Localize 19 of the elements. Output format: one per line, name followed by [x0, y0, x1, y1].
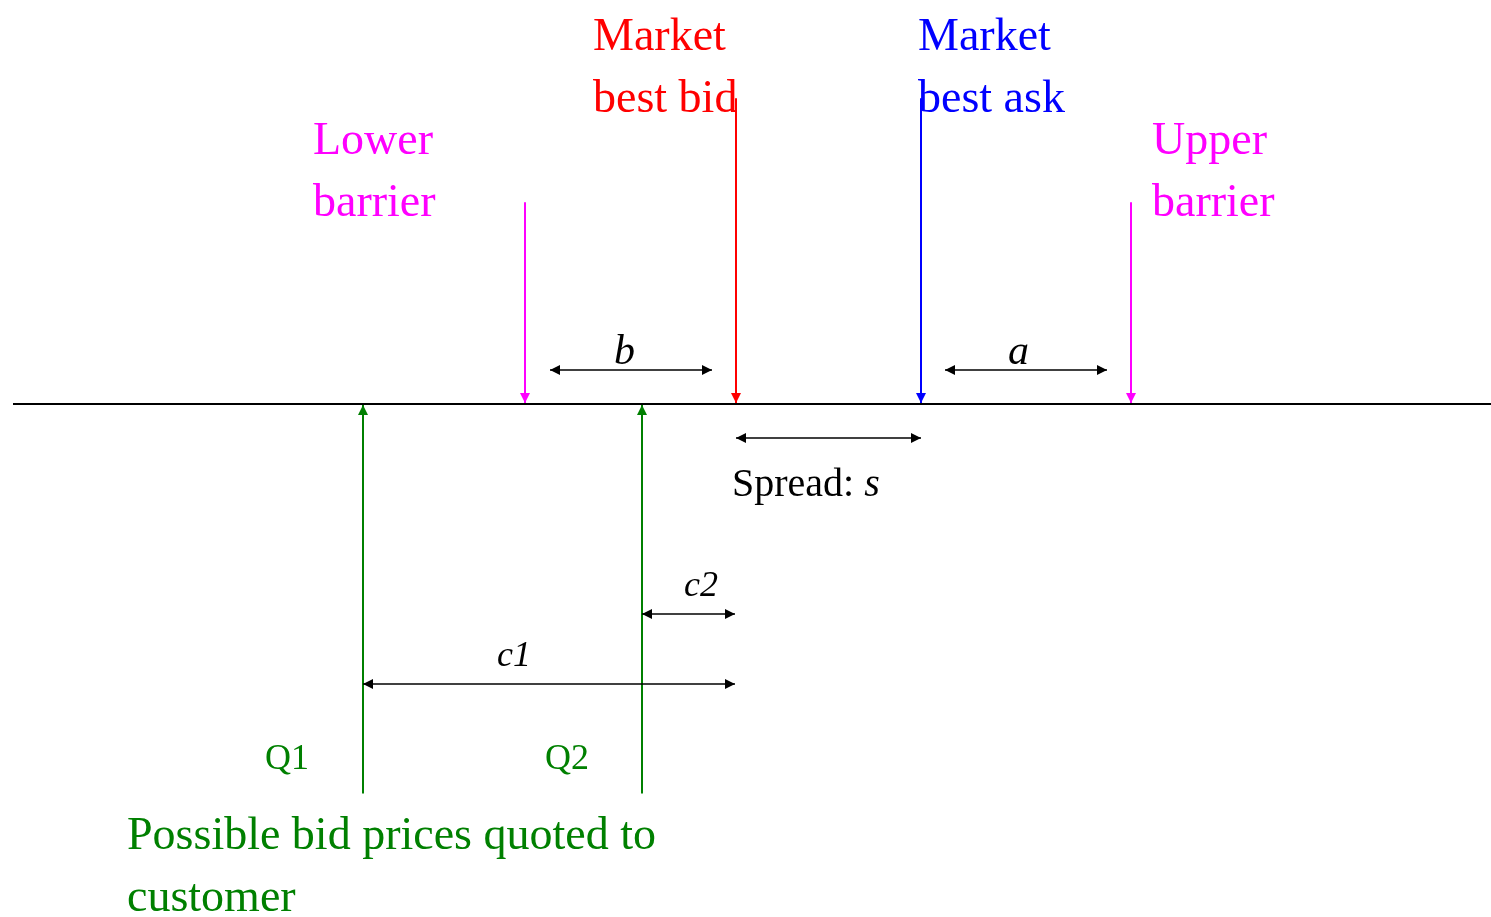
caption-text: Possible bid prices quoted to customer	[127, 807, 657, 917]
price-axis-line	[13, 403, 1491, 405]
ask-label: Market best ask	[918, 4, 1098, 129]
arrow	[520, 201, 530, 404]
spread-label: Spread: s	[732, 459, 881, 507]
dimension-label: a	[1008, 326, 1030, 375]
arrow	[358, 404, 368, 795]
quote-label: Q2	[545, 733, 605, 782]
arrow	[916, 97, 926, 404]
dimension-label: b	[614, 326, 636, 375]
barrier-label: Lower barrier	[313, 108, 463, 233]
quote-label: Q1	[265, 733, 325, 782]
dimension-label: c2	[684, 563, 719, 606]
arrow	[637, 404, 647, 795]
arrow	[731, 97, 741, 404]
arrow	[1126, 201, 1136, 404]
dimension-label: c1	[497, 633, 532, 676]
bid-label: Market best bid	[593, 4, 773, 129]
barrier-label: Upper barrier	[1152, 108, 1302, 233]
